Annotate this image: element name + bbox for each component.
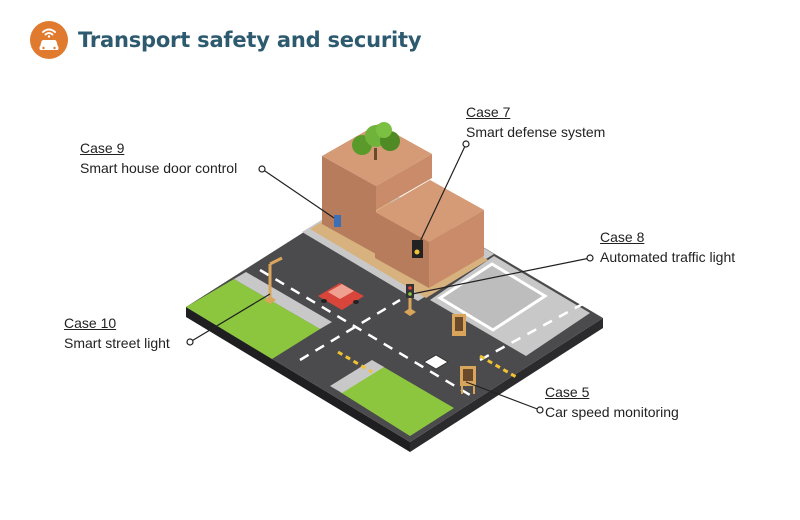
case-number: Case 9 — [80, 140, 125, 156]
callout-case-9: Case 9 Smart house door control — [80, 138, 237, 178]
leader-dot-case-10 — [186, 338, 194, 346]
case-label: Smart defense system — [466, 124, 606, 140]
case-number: Case 10 — [64, 315, 117, 331]
lane-marking-cross-right — [479, 298, 591, 362]
case-label: Smart street light — [64, 335, 170, 351]
crossing-right — [479, 354, 519, 380]
leader-dot-case-9 — [258, 165, 266, 173]
case-label: Smart house door control — [80, 160, 238, 176]
case-number: Case 8 — [600, 229, 645, 245]
header: Transport safety and security — [30, 20, 422, 60]
traffic-light-icon — [404, 284, 416, 316]
callout-case-10: Case 10 Smart street light — [64, 313, 170, 353]
building-low-right — [429, 210, 484, 288]
case-number: Case 7 — [466, 104, 511, 120]
door-control-device — [334, 215, 341, 227]
building-tall-right — [376, 154, 432, 210]
sidewalk-left — [234, 272, 332, 329]
leader-dot-case-8 — [586, 254, 594, 262]
leader-dot-case-7 — [462, 140, 470, 148]
case-number: Case 5 — [545, 384, 590, 400]
callout-case-8: Case 8 Automated traffic light — [600, 227, 735, 267]
parking-area — [437, 262, 548, 332]
car-icon — [318, 283, 364, 310]
sidewalk-bottom — [330, 360, 384, 393]
callout-case-5: Case 5 Car speed monitoring — [545, 382, 679, 422]
case-label: Automated traffic light — [600, 249, 736, 265]
defense-system-device — [412, 240, 423, 258]
base-side-left — [186, 307, 410, 452]
building-low-left — [375, 212, 429, 288]
crossing-left — [337, 350, 373, 374]
callout-case-7: Case 7 Smart defense system — [466, 102, 605, 142]
tree-trunk — [374, 148, 377, 160]
leader-case-9 — [261, 168, 335, 219]
leader-dot-case-5 — [536, 406, 544, 414]
building-tall-left — [322, 156, 376, 254]
base-side-right — [410, 318, 603, 452]
leader-case-10 — [189, 293, 271, 343]
building-low-roof — [375, 180, 484, 242]
grass-bottom — [340, 366, 454, 436]
speed-sign-icon — [460, 366, 476, 394]
grass-left — [186, 279, 320, 359]
lane-marking-cross-left — [299, 298, 401, 362]
leader-case-8 — [411, 257, 591, 295]
car-wifi-icon — [30, 21, 68, 59]
page-title: Transport safety and security — [78, 28, 422, 52]
monitor-car-icon — [423, 354, 449, 370]
leader-case-7 — [417, 143, 467, 247]
road-base — [186, 185, 603, 442]
lane-marking-main — [259, 268, 471, 397]
leader-case-5 — [465, 381, 541, 411]
case-label: Car speed monitoring — [545, 404, 679, 420]
parking-sign-icon — [452, 314, 466, 336]
defense-system-light — [414, 249, 420, 255]
tree-icon — [376, 122, 392, 138]
